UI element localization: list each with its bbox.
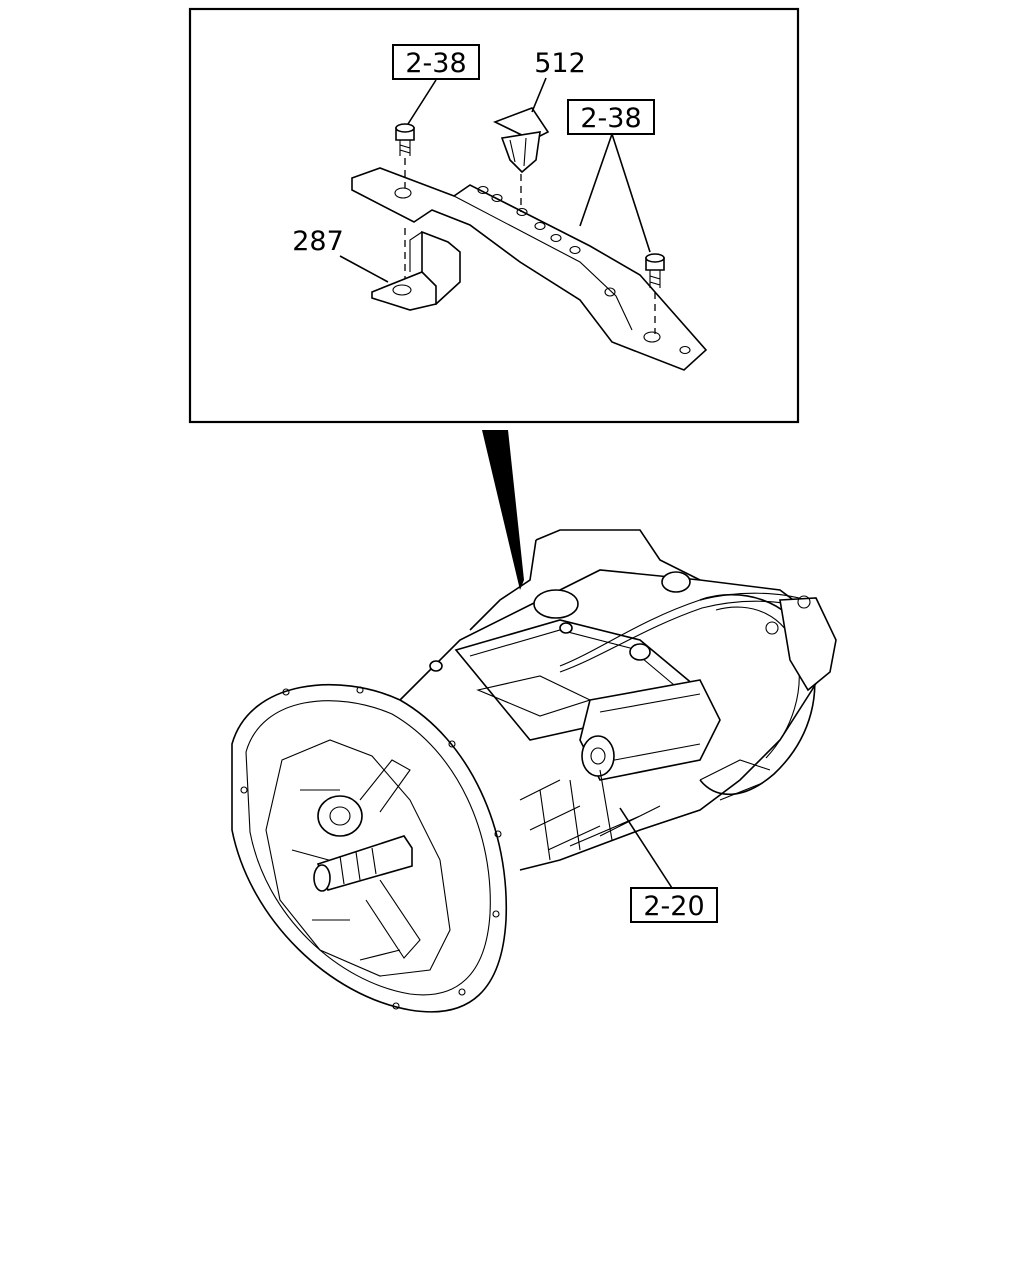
callout-bracket-label: 287 — [292, 226, 344, 257]
callout-bolt-left: 2-38 — [392, 44, 480, 80]
callout-bolt-right-label: 2-38 — [580, 103, 641, 134]
detail-pointer — [482, 430, 524, 590]
bolt-right-icon — [645, 253, 665, 334]
leader-bolt-left — [407, 79, 437, 125]
callout-transmission: 2-20 — [630, 887, 718, 923]
leader-bracket — [339, 255, 389, 283]
leader-bolt-right-b — [611, 133, 651, 253]
bolt-left-icon — [395, 123, 415, 188]
crossmember-bracket — [351, 167, 708, 371]
clip-icon — [492, 107, 550, 212]
transmission-assembly — [231, 529, 837, 1013]
leader-clip — [531, 77, 547, 113]
callout-clip-label: 512 — [534, 48, 586, 79]
mount-bracket-icon — [371, 228, 461, 311]
callout-transmission-label: 2-20 — [643, 891, 704, 922]
callout-bolt-left-label: 2-38 — [405, 48, 466, 79]
callout-bolt-right: 2-38 — [567, 99, 655, 135]
leader-bolt-right-a — [579, 133, 613, 227]
leader-transmission — [619, 807, 673, 889]
